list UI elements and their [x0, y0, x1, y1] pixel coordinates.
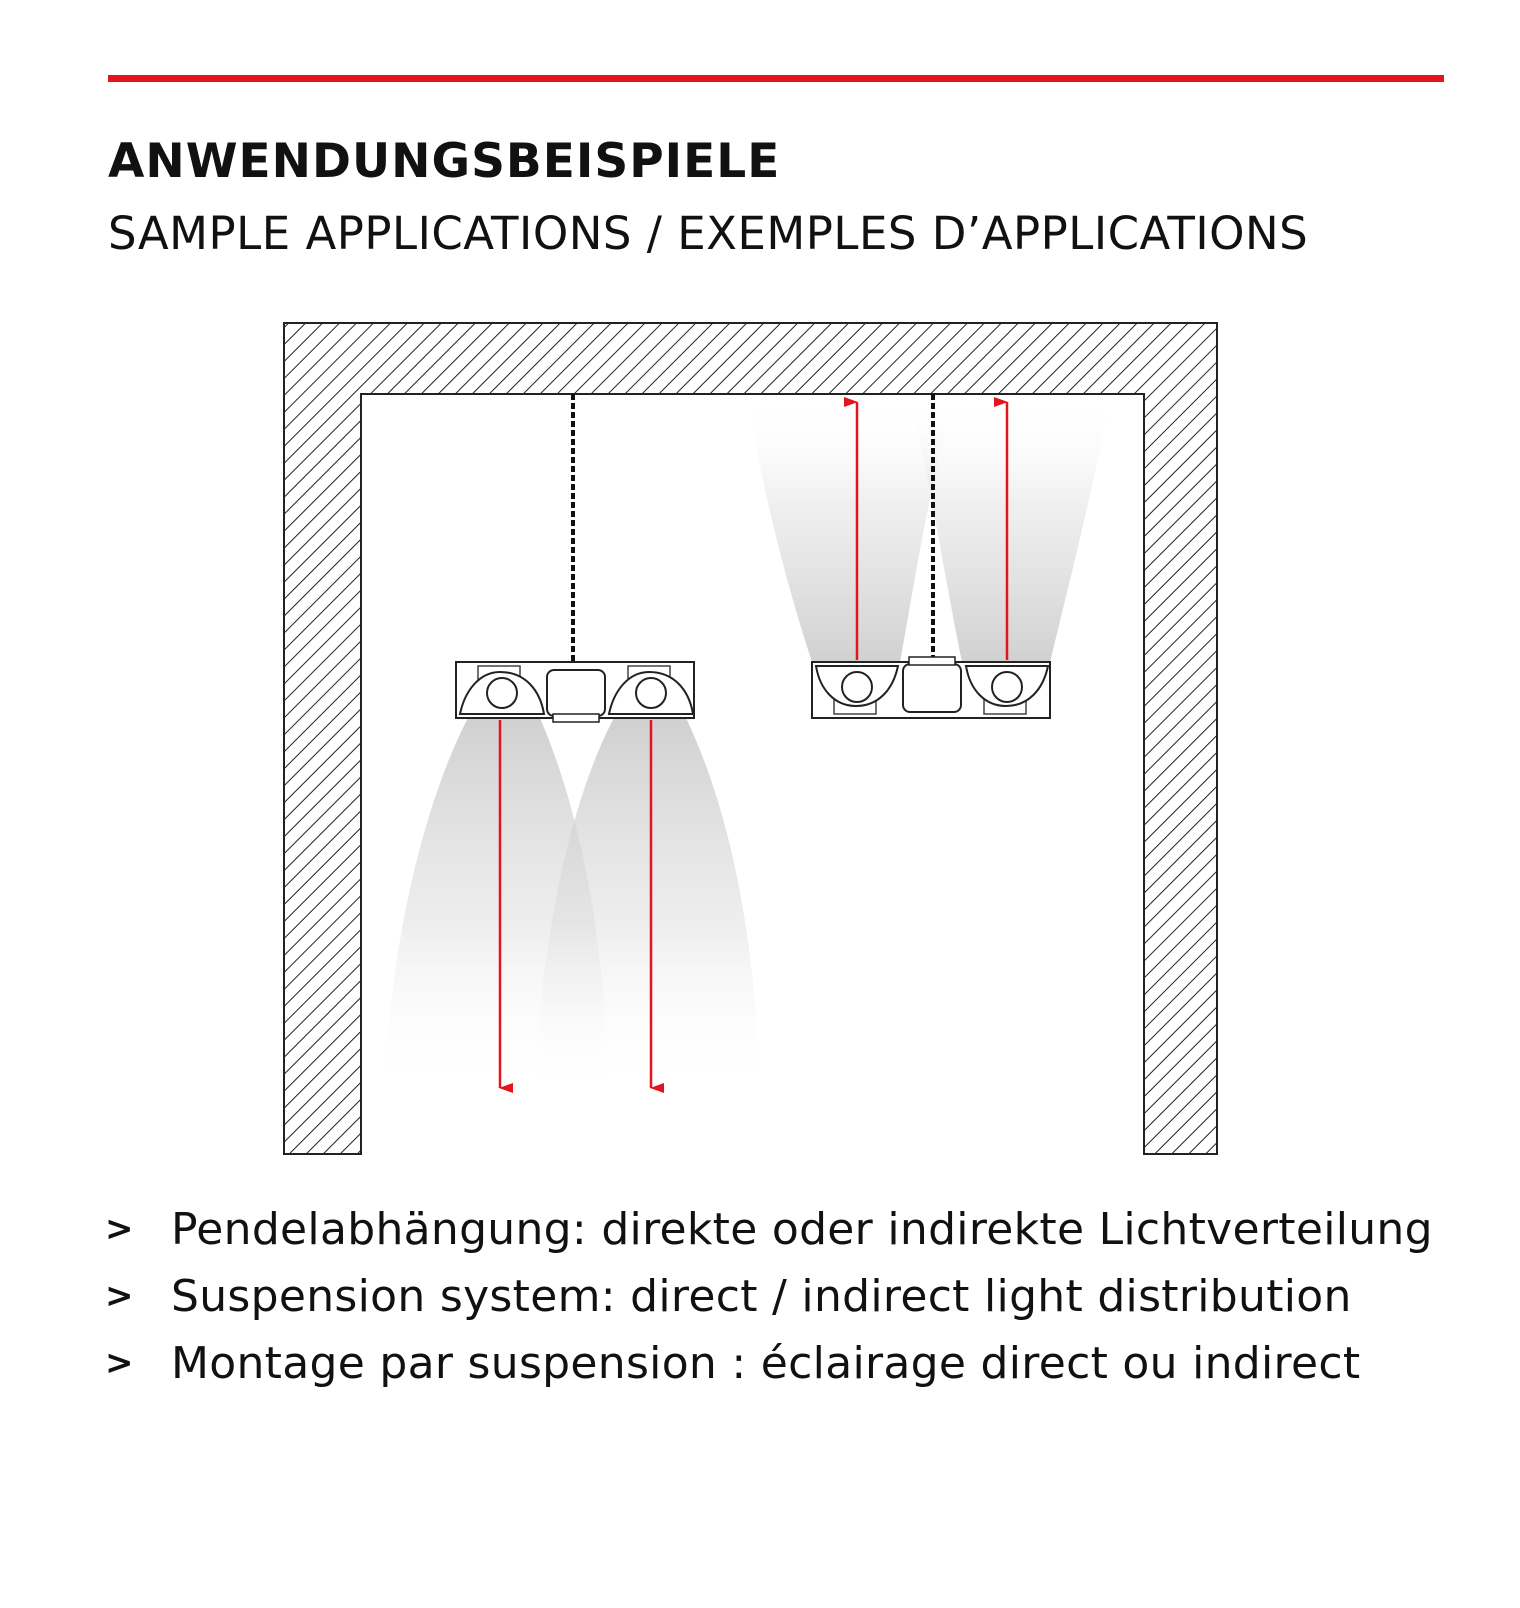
right-driver-box — [902, 663, 962, 713]
left-driver-base — [552, 713, 600, 723]
right-beam-1 — [748, 398, 955, 662]
page-title: ANWENDUNGSBEISPIELE — [108, 134, 781, 189]
right-lens-1-led — [841, 671, 873, 703]
left-lens-1-led — [486, 677, 518, 709]
right-driver-top — [908, 656, 956, 666]
chevron-right-icon: > — [105, 1276, 134, 1316]
header-red-rule — [108, 75, 1444, 82]
chevron-right-icon: > — [105, 1343, 134, 1383]
list-item-text: Suspension system: direct / indirect lig… — [171, 1271, 1352, 1322]
chevron-right-icon: > — [105, 1209, 134, 1249]
right-lens-2-led — [991, 671, 1023, 703]
room-wall-hatched — [283, 322, 1218, 1155]
right-fixture-group — [748, 394, 1110, 719]
left-lens-2-led — [635, 677, 667, 709]
list-item-text: Pendelabhängung: direkte oder indirekte … — [171, 1204, 1433, 1255]
list-item-text: Montage par suspension : éclairage direc… — [171, 1338, 1361, 1389]
page-subtitle: SAMPLE APPLICATIONS / EXEMPLES D’APPLICA… — [108, 207, 1309, 260]
left-beam-2 — [535, 718, 760, 1090]
right-beam-2 — [910, 398, 1110, 662]
left-driver-box — [546, 669, 606, 717]
left-fixture-group — [385, 394, 760, 1093]
